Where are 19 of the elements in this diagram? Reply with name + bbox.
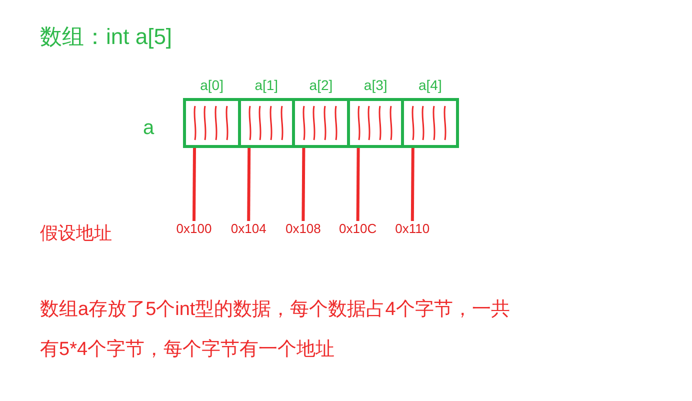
- address-label: 0x110: [386, 220, 438, 238]
- note-label: 假设地址: [40, 222, 112, 245]
- cell-label: a[4]: [418, 76, 442, 94]
- leader-line: [356, 148, 360, 222]
- cell-label: a[2]: [309, 76, 333, 94]
- cell-label: a[3]: [364, 76, 388, 94]
- address-label: 0x10C: [332, 220, 384, 238]
- leader-line: [410, 148, 414, 222]
- description-text: 数组a存放了5个int型的数据，每个数据占4个字节，一共有5*4个字节，每个字节有一个地址: [40, 298, 511, 362]
- cell-label: a[1]: [254, 76, 278, 94]
- address-label: 0x104: [222, 220, 275, 238]
- leader-line: [192, 148, 196, 222]
- variable-name: a: [143, 116, 154, 141]
- address-label: 0x100: [168, 220, 220, 238]
- cell-label: a[0]: [200, 76, 224, 94]
- address-label: 0x108: [277, 220, 330, 238]
- title: 数组：int a[5]: [40, 23, 172, 51]
- leader-line: [247, 148, 251, 222]
- leader-line: [302, 148, 306, 222]
